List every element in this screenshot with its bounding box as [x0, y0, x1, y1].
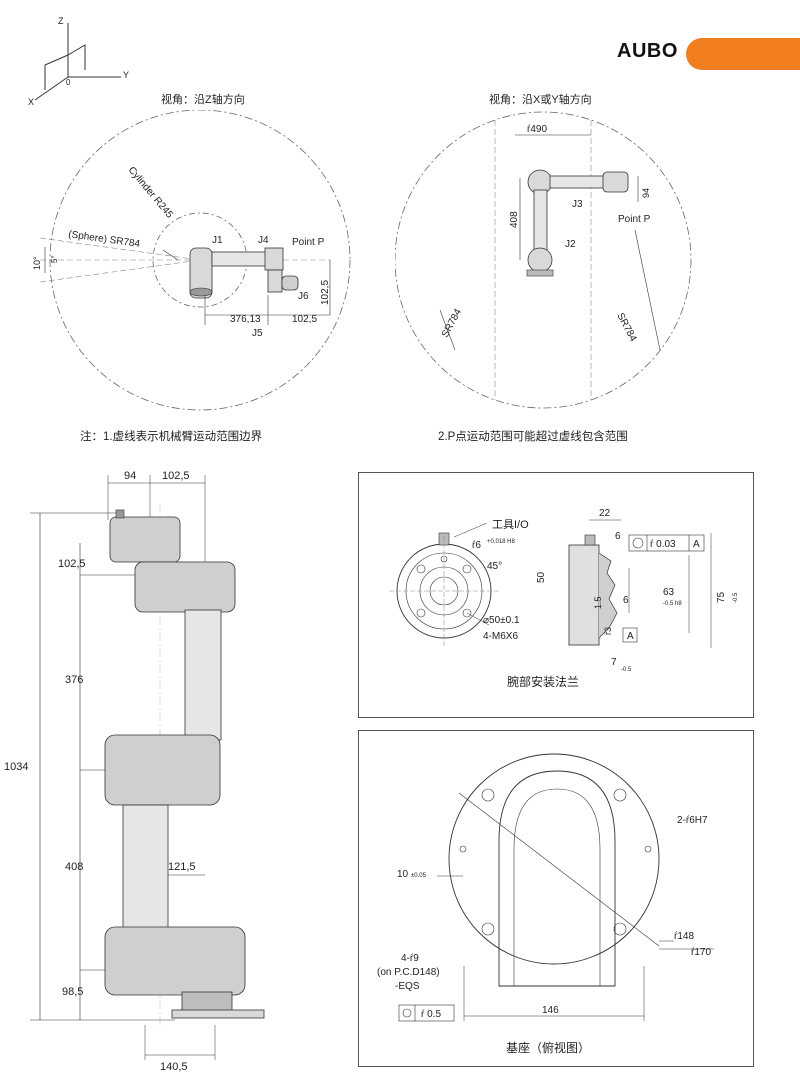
- pcd-label: (on P.C.D148): [377, 967, 440, 978]
- angle-5-label: 5°: [50, 255, 59, 263]
- top-right-caption: 视角：沿X或Y轴方向: [489, 94, 592, 106]
- base-top-view-drawing: 2-ŕ6H7 10 ±0.05 ŕ148 ŕ170 4-ŕ9 (on P.C.D…: [377, 753, 714, 1022]
- side-dim-1034: 1034: [4, 761, 28, 773]
- axis-x-label: X: [28, 97, 34, 107]
- base-dim-146: 146: [542, 1005, 559, 1016]
- side-elevation-drawing: 94 102,5 102,5 376 1034 408 121,5 98,5 1…: [4, 470, 265, 1073]
- axis-z-label: Z: [58, 16, 64, 26]
- j6-label: J6: [298, 291, 309, 302]
- j2-label: J2: [565, 239, 576, 250]
- flange-dim-63-tol: -0.5 h8: [663, 601, 682, 607]
- top-left-caption: 视角：沿Z轴方向: [161, 94, 245, 106]
- flange-dim-22: 22: [599, 508, 611, 519]
- pos-tol-label: ŕ 0.5: [421, 1009, 441, 1020]
- side-dim-102-5-left: 102,5: [58, 558, 86, 570]
- dim-94: 94: [641, 188, 651, 198]
- flange-dim-75-tol: -0.5: [733, 592, 739, 603]
- j4-label: J4: [258, 235, 269, 246]
- j5-label: J5: [252, 328, 263, 339]
- axis-origin-label: 0: [66, 78, 71, 87]
- brand-logo: AUBO: [617, 40, 678, 62]
- wrist-flange-drawing: 工具I/O ŕ6 +0.018 H8 45° 50 ⌀50±0.1 4-M6X6…: [389, 508, 739, 673]
- dia-148-label: ŕ148: [674, 931, 694, 942]
- eqs-label: -EQS: [395, 981, 420, 992]
- flange-caption: 腕部安装法兰: [507, 675, 580, 689]
- point-p-label-2: Point P: [618, 214, 651, 225]
- holes-6-label: 2-ŕ6H7: [677, 815, 708, 826]
- side-dim-98-5: 98,5: [62, 986, 83, 998]
- angle-45-label: 45°: [487, 561, 502, 572]
- flange-dim-75: 75: [716, 591, 727, 603]
- tol-003-label: ŕ 0.03: [650, 539, 676, 550]
- datum-a-label: A: [693, 539, 700, 550]
- base-dim-10: 10: [397, 869, 409, 880]
- side-dim-94: 94: [124, 470, 136, 482]
- side-dim-102-5-top: 102,5: [162, 470, 190, 482]
- dim-102-5-h: 102,5: [292, 314, 317, 325]
- flange-dim-63: 63: [663, 587, 675, 598]
- tool-io-label: 工具I/O: [492, 518, 529, 531]
- top-view-reach-diagram: Cylinder R245 (Sphere) SR784 10° 5° J1 J…: [32, 110, 351, 411]
- dia-170-label: ŕ170: [691, 947, 711, 958]
- side-dim-121-5: 121,5: [168, 861, 196, 873]
- flange-dim-6-top: 6: [615, 531, 621, 542]
- base-dim-10-tol: ±0.05: [411, 873, 427, 879]
- flange-dim-1-5: 1.5: [593, 596, 603, 609]
- hole-6-tol: +0.018 H8: [487, 539, 516, 545]
- side-view-reach-diagram: ŕ490 408 94 J3 J2 Point P SR784 SR784: [395, 111, 692, 409]
- note-2: 2.P点运动范围可能超过虚线包含范围: [438, 431, 628, 443]
- flange-panel: 工具I/O ŕ6 +0.018 H8 45° 50 ⌀50±0.1 4-M6X6…: [358, 472, 754, 718]
- dim-408: 408: [509, 211, 520, 228]
- j3-label: J3: [572, 199, 583, 210]
- hole-6-label: ŕ6: [472, 540, 481, 551]
- side-dim-376: 376: [65, 674, 83, 686]
- axis-y-label: Y: [123, 70, 129, 80]
- dim-490: ŕ490: [527, 124, 547, 135]
- datum-a2-label: A: [627, 631, 634, 642]
- m6-label: 4-M6X6: [483, 631, 518, 642]
- flange-dim-3: ŕ3: [603, 627, 613, 635]
- holes-9-label: 4-ŕ9: [401, 953, 419, 964]
- flange-dim-6-mid: 6: [623, 595, 629, 606]
- j1-label: J1: [212, 235, 223, 246]
- base-caption: 基座（俯视图）: [506, 1041, 591, 1055]
- note-1: 注：1.虚线表示机械臂运动范围边界: [80, 431, 263, 443]
- flange-dim-50: 50: [536, 571, 547, 583]
- side-dim-408: 408: [65, 861, 83, 873]
- cylinder-label: Cylinder R245: [126, 165, 175, 221]
- flange-dim-7: 7: [611, 657, 617, 668]
- point-p-label: Point P: [292, 237, 325, 248]
- side-dim-140-5: 140,5: [160, 1061, 188, 1073]
- dia-50-label: ⌀50±0.1: [483, 615, 520, 626]
- flange-dim-7-tol: -0.5: [621, 667, 632, 673]
- angle-10-label: 10°: [32, 256, 42, 270]
- sr784-right: SR784: [614, 311, 638, 344]
- sr784-left: SR784: [440, 307, 464, 340]
- brand-accent-bar: [686, 38, 800, 70]
- base-panel: 2-ŕ6H7 10 ±0.05 ŕ148 ŕ170 4-ŕ9 (on P.C.D…: [358, 730, 754, 1067]
- axis-triad-diagram: Z Y X 0: [28, 16, 129, 107]
- dim-376-13: 376,13: [230, 314, 261, 325]
- dim-102-5-v: 102,5: [320, 280, 331, 305]
